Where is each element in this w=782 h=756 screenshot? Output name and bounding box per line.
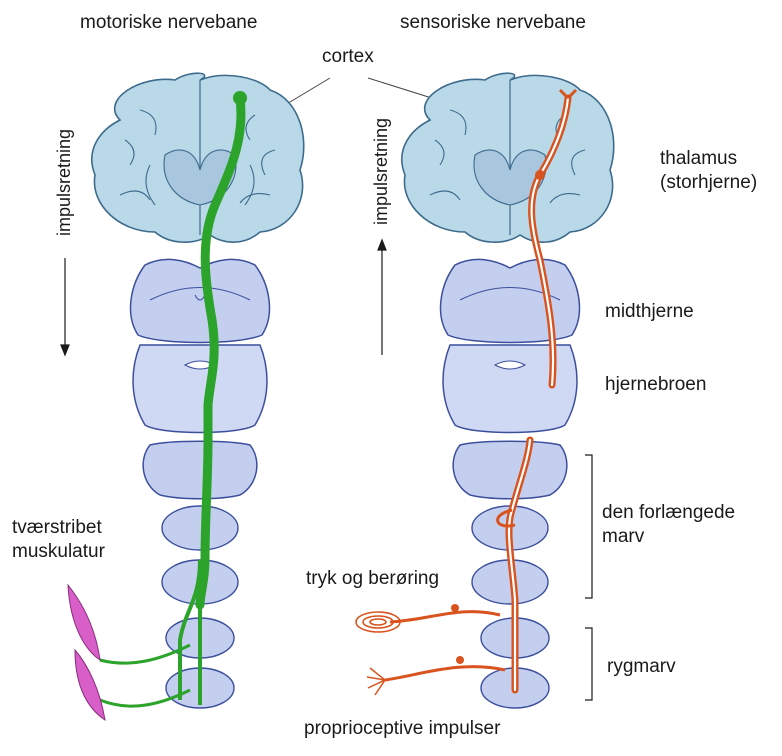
- motor-medulla: [142, 440, 258, 500]
- impulse-arrow-down: [60, 258, 70, 357]
- midbrain-label: midthjerne: [605, 301, 694, 322]
- muscle-sublabel: muskulatur: [12, 541, 105, 562]
- motor-nerve-upper: [99, 643, 191, 665]
- motor-midbrain: [129, 258, 271, 344]
- touch-receptor-icon: [355, 611, 401, 633]
- sensory-column: [355, 72, 615, 709]
- thalamus-label: thalamus: [660, 148, 738, 169]
- touch-label: tryk og berøring: [306, 568, 440, 589]
- cortex-pointer-right: [367, 77, 439, 101]
- motor-pons: [132, 344, 268, 434]
- sensory-medulla: [452, 440, 568, 500]
- impulse-direction-right: impulsretning: [371, 117, 391, 225]
- muscle-label: tværstribet: [12, 517, 102, 538]
- sensory-pons: [442, 344, 578, 434]
- medulla-sublabel: marv: [602, 526, 645, 547]
- impulse-direction-left: impulsretning: [54, 128, 74, 236]
- sensory-midbrain: [439, 258, 581, 344]
- motor-nerve-lower: [99, 688, 191, 708]
- spinal-bracket: [585, 627, 593, 701]
- proprioceptor-icon: [366, 667, 386, 696]
- touch-nerve: [389, 610, 501, 624]
- motor-column: [67, 72, 305, 722]
- muscle-icon: [67, 583, 106, 722]
- medulla-bracket: [585, 454, 593, 599]
- motor-pathway: [195, 93, 246, 610]
- thalamus-sublabel: (storhjerne): [660, 172, 758, 193]
- cortex-label: cortex: [322, 46, 374, 67]
- medulla-label: den forlængede: [602, 502, 736, 523]
- motor-heading: motoriske nervebane: [80, 12, 258, 33]
- motor-brain: [91, 72, 305, 243]
- sensory-brain: [401, 72, 615, 243]
- spinal-cord-label: rygmarv: [607, 656, 676, 677]
- proprioceptive-nerve: [384, 665, 506, 682]
- proprioceptive-label: proprioceptive impulser: [304, 718, 501, 739]
- pons-label: hjernebroen: [605, 374, 707, 395]
- impulse-arrow-up: [377, 238, 387, 355]
- sensory-heading: sensoriske nervebane: [400, 12, 586, 33]
